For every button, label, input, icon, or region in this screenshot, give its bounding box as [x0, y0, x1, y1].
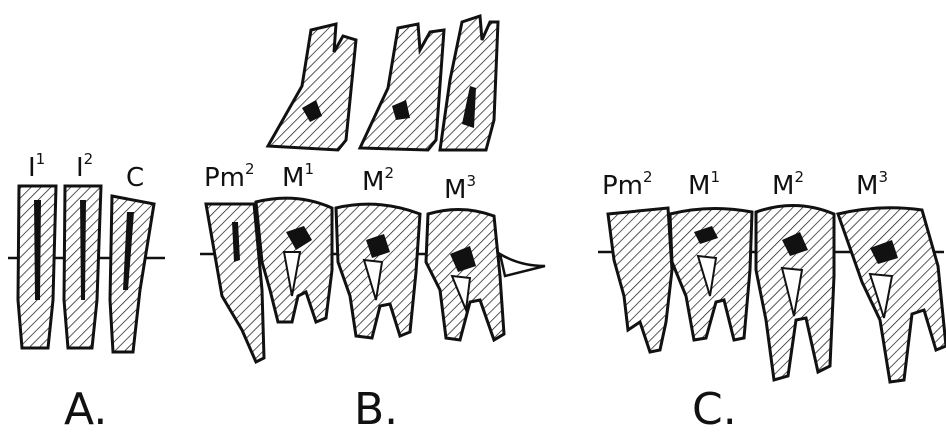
tooth-label-b-2: M1 [282, 160, 314, 193]
panel-label-c: C. [692, 384, 737, 434]
tooth-b-m3 [426, 209, 504, 340]
tooth-label-c-3-sup: 2 [794, 168, 804, 186]
tooth-label-c-4-base: M [856, 171, 878, 201]
tooth-label-c-1-sup: 2 [643, 168, 653, 186]
tooth-label-b-3-base: M [362, 167, 384, 197]
tooth-b-m2 [336, 204, 420, 338]
tooth-label-a-2: I2 [76, 150, 93, 183]
panel-a: I1 I2 C A. [8, 150, 165, 434]
panel-label-b: B. [354, 384, 398, 434]
tooth-c-m2 [756, 205, 834, 380]
tooth-label-c-2: M1 [688, 168, 720, 201]
panel-label-a: A. [64, 384, 107, 434]
tooth-label-c-4: M3 [856, 168, 888, 201]
tooth-label-b-1: Pm2 [204, 160, 255, 193]
tooth-label-b-4-sup: 3 [466, 172, 476, 190]
tooth-b-pm2 [206, 204, 264, 362]
tooth-a-incisor-2 [64, 186, 101, 348]
tooth-c-pm2 [608, 208, 672, 352]
tooth-label-c-1: Pm2 [602, 168, 653, 201]
tooth-label-a-3: C [126, 163, 144, 193]
tooth-label-b-3: M2 [362, 164, 394, 197]
tooth-label-a-2-sup: 2 [84, 150, 94, 168]
tooth-b-upper-2 [360, 24, 444, 150]
tooth-a-incisor-1 [18, 186, 56, 348]
tooth-label-a-3-base: C [126, 163, 144, 193]
tooth-label-c-2-sup: 1 [710, 168, 720, 186]
tooth-c-m1 [670, 208, 752, 340]
tooth-b-upper-1 [268, 24, 356, 150]
tooth-label-a-1: I1 [28, 150, 45, 183]
tooth-label-b-3-sup: 2 [384, 164, 394, 182]
tooth-label-b-1-base: Pm [204, 163, 245, 193]
panel-b: Pm2 M1 M2 M3 B. [200, 16, 545, 434]
tooth-label-a-1-base: I [28, 153, 36, 183]
tooth-b-upper-3 [440, 16, 498, 150]
tooth-label-a-1-sup: 1 [36, 150, 46, 168]
panel-c: Pm2 M1 M2 M3 C. [598, 168, 946, 434]
tooth-label-c-1-base: Pm [602, 171, 643, 201]
tooth-label-b-2-sup: 1 [304, 160, 314, 178]
gum-edge-b [500, 254, 545, 276]
tooth-label-b-4-base: M [444, 175, 466, 205]
tooth-label-c-2-base: M [688, 171, 710, 201]
tooth-c-m3 [838, 208, 946, 382]
tooth-label-c-3: M2 [772, 168, 804, 201]
tooth-label-b-4: M3 [444, 172, 476, 205]
tooth-label-b-1-sup: 2 [245, 160, 255, 178]
tooth-label-c-3-base: M [772, 171, 794, 201]
tooth-b-m1 [256, 198, 332, 322]
tooth-label-b-2-base: M [282, 163, 304, 193]
tooth-label-c-4-sup: 3 [878, 168, 888, 186]
tooth-a-canine [110, 196, 154, 352]
tooth-label-a-2-base: I [76, 153, 84, 183]
